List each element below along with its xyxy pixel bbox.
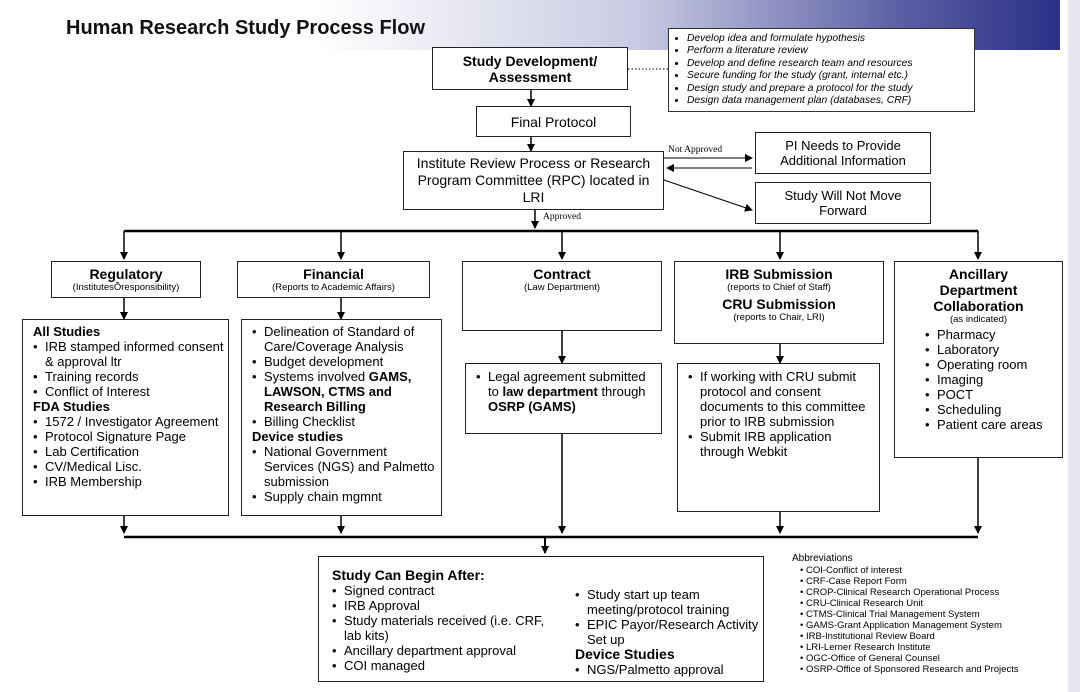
ancillary-item: •POCT — [925, 387, 974, 402]
note-item: Develop and define research team and res… — [687, 58, 968, 70]
all-studies-heading: All Studies — [33, 324, 101, 339]
pi-needs-label: PI Needs to Provide Additional Informati… — [780, 138, 906, 168]
irb-submission-box: IRB Submission (reports to Chief of Staf… — [674, 261, 884, 344]
pi-needs-box: PI Needs to Provide Additional Informati… — [755, 132, 931, 174]
begin-item: •EPIC Payor/Research Activity Set up — [575, 617, 759, 647]
study-can-begin-title: Study Can Begin After: — [332, 567, 485, 583]
irb-subtitle: (reports to Chief of Staff) — [727, 282, 831, 293]
contract-box: Contract (Law Department) — [462, 261, 662, 331]
financial-item: •Systems involved GAMS, LAWSON, CTMS and… — [252, 369, 412, 414]
development-notes: Develop idea and formulate hypothesis Pe… — [668, 28, 975, 112]
abbreviation-item: • CRU-Clinical Research Unit — [800, 598, 924, 609]
irb-list: •If working with CRU submit protocol and… — [677, 363, 880, 512]
regulatory-title: Regulatory — [89, 266, 163, 282]
contract-item: •Legal agreement submitted to law depart… — [476, 369, 646, 414]
abbreviation-item: • CRF-Case Report Form — [800, 576, 907, 587]
cru-title: CRU Submission — [722, 296, 836, 312]
abbreviation-item: • COI-Conflict of interest — [800, 565, 903, 576]
regulatory-item: •Lab Certification — [33, 444, 139, 459]
regulatory-item: •Training records — [33, 369, 139, 384]
begin-item: •Study materials received (i.e. CRF, lab… — [332, 613, 545, 643]
regulatory-item: •IRB Membership — [33, 474, 142, 489]
contract-title: Contract — [533, 266, 591, 282]
regulatory-list: All Studies •IRB stamped informed consen… — [22, 319, 229, 516]
financial-item: •Budget development — [252, 354, 384, 369]
irb-item: •If working with CRU submit protocol and… — [688, 369, 866, 429]
not-approved-label: Not Approved — [668, 145, 723, 155]
fda-studies-heading: FDA Studies — [33, 399, 110, 414]
abbreviations-legend: Abbreviations • COI-Conflict of interest… — [792, 553, 1019, 675]
ancillary-item: •Imaging — [925, 372, 984, 387]
study-development-label: Study Development/ Assessment — [462, 52, 598, 85]
approved-label: Approved — [543, 212, 581, 222]
cru-subtitle: (reports to Chair, LRI) — [733, 312, 825, 323]
note-item: Develop idea and formulate hypothesis — [687, 33, 968, 45]
ancillary-title: Ancillary Department Collaboration — [933, 266, 1024, 314]
ancillary-item: •Laboratory — [925, 342, 1000, 357]
ancillary-item: •Scheduling — [925, 402, 1002, 417]
final-protocol-box: Final Protocol — [476, 106, 631, 137]
ancillary-item: •Pharmacy — [925, 327, 996, 342]
begin-item: •NGS/Palmetto approval — [575, 662, 724, 677]
abbreviation-item: • CTMS-Clinical Trial Management System — [800, 609, 980, 620]
abbreviation-item: • LRI-Lerner Research Institute — [800, 642, 931, 653]
begin-item: •Ancillary department approval — [332, 643, 516, 658]
regulatory-item: •Conflict of Interest — [33, 384, 150, 399]
will-not-move-label: Study Will Not Move Forward — [784, 188, 902, 218]
note-item: Secure funding for the study (grant, int… — [687, 70, 968, 82]
begin-item: •Study start up team meeting/protocol tr… — [575, 587, 730, 617]
ancillary-item: •Patient care areas — [925, 417, 1043, 432]
slide-edge — [1068, 0, 1080, 692]
begin-item: •Signed contract — [332, 583, 435, 598]
device-studies-heading: Device studies — [252, 429, 344, 444]
note-item: Perform a literature review — [687, 45, 968, 57]
regulatory-item: •CV/Medical Lisc. — [33, 459, 142, 474]
will-not-move-box: Study Will Not Move Forward — [755, 182, 931, 224]
regulatory-box: Regulatory (InstitutesÕresponsibility) — [51, 261, 201, 298]
financial-item: •National Government Services (NGS) and … — [252, 444, 435, 489]
ancillary-box: Ancillary Department Collaboration (as i… — [894, 261, 1063, 458]
final-protocol-label: Final Protocol — [510, 113, 597, 130]
financial-list: •Delineation of Standard of Care/Coverag… — [241, 319, 442, 516]
financial-title: Financial — [303, 266, 364, 282]
contract-subtitle: (Law Department) — [523, 282, 601, 293]
regulatory-item: •Protocol Signature Page — [33, 429, 186, 444]
irb-title: IRB Submission — [725, 266, 833, 282]
begin-item: •COI managed — [332, 658, 425, 673]
abbreviation-item: • IRB-Institutional Review Board — [800, 631, 935, 642]
study-development-box: Study Development/ Assessment — [432, 47, 628, 90]
abbreviation-item: • OGC-Office of General Counsel — [800, 653, 940, 664]
device-studies-heading: Device Studies — [575, 646, 675, 662]
abbreviation-item: • GAMS-Grant Application Management Syst… — [800, 620, 1002, 631]
abbreviations-title: Abbreviations — [792, 553, 853, 564]
financial-box: Financial (Reports to Academic Affairs) — [237, 261, 430, 298]
financial-subtitle: (Reports to Academic Affairs) — [272, 282, 395, 293]
financial-item: •Delineation of Standard of Care/Coverag… — [252, 324, 415, 354]
financial-item: •Billing Checklist — [252, 414, 356, 429]
note-item: Design data management plan (databases, … — [687, 95, 968, 107]
begin-item: •IRB Approval — [332, 598, 420, 613]
page-title: Human Research Study Process Flow — [66, 17, 426, 39]
review-process-box: Institute Review Process or Research Pro… — [403, 151, 664, 210]
note-item: Design study and prepare a protocol for … — [687, 83, 968, 95]
irb-item: •Submit IRB application through Webkit — [688, 429, 832, 459]
abbreviation-item: • OSRP-Office of Sponsored Research and … — [800, 664, 1019, 675]
abbreviation-item: • CROP-Clinical Research Operational Pro… — [800, 587, 1000, 598]
ancillary-subtitle: (as indicated) — [949, 314, 1008, 325]
contract-list: •Legal agreement submitted to law depart… — [465, 363, 662, 434]
ancillary-item: •Operating room — [925, 357, 1028, 372]
regulatory-item: •IRB stamped informed consent & approval… — [33, 339, 224, 369]
regulatory-subtitle: (InstitutesÕresponsibility) — [72, 282, 180, 293]
study-can-begin-box: Study Can Begin After: •Signed contract … — [318, 556, 764, 682]
review-process-label: Institute Review Process or Research Pro… — [416, 155, 651, 205]
financial-item: •Supply chain mgmnt — [252, 489, 382, 504]
regulatory-item: •1572 / Investigator Agreement — [33, 414, 219, 429]
